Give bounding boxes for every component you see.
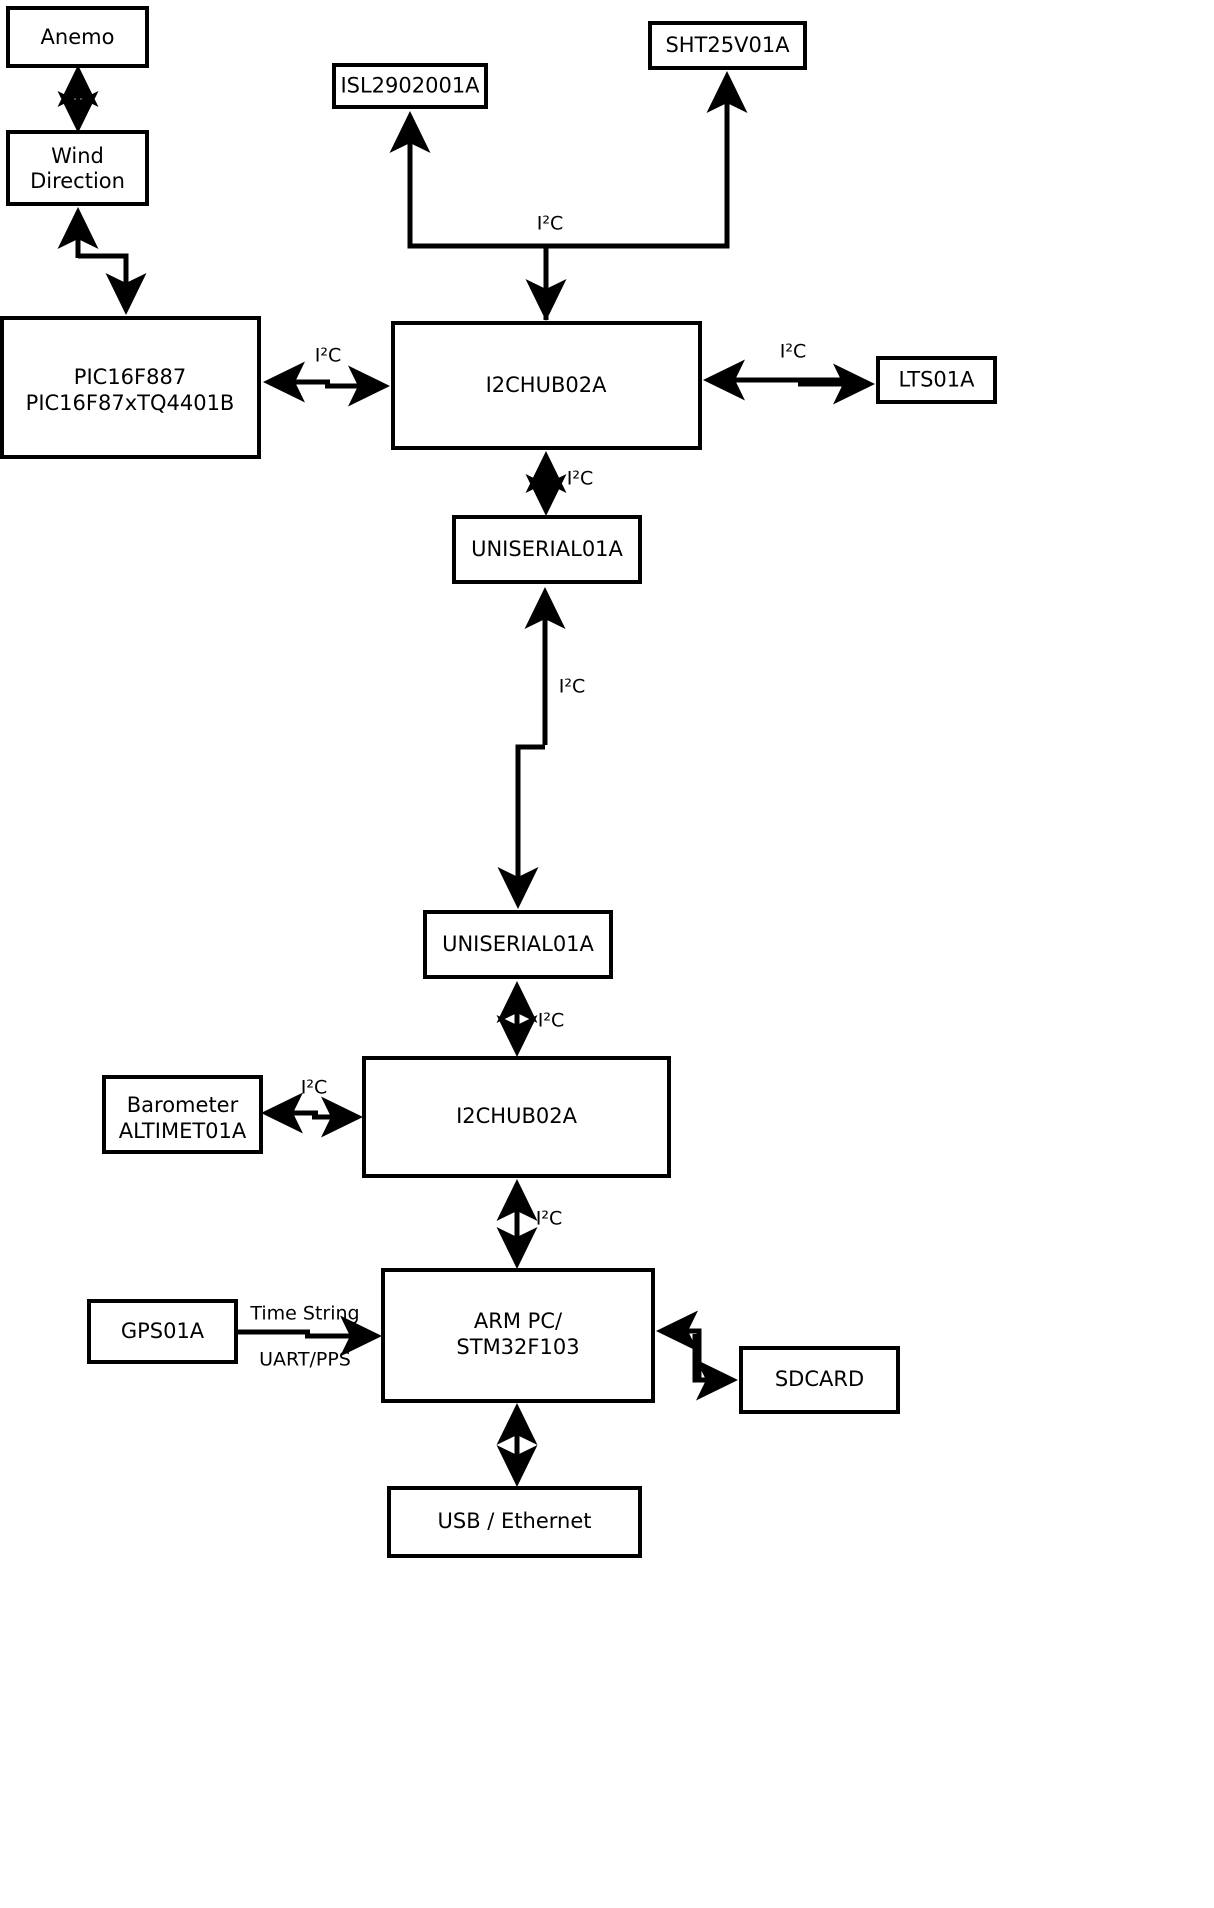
node-gps01a-label: GPS01A	[121, 1319, 205, 1343]
connection-uni-uni	[497, 587, 566, 909]
connection-pic-hub	[263, 361, 390, 407]
node-barometer-altimet01a[interactable]: Barometer ALTIMET01A	[102, 1075, 263, 1154]
connection-pic-wind	[57, 207, 147, 315]
node-gps01a[interactable]: GPS01A	[87, 1299, 238, 1364]
node-anemo[interactable]: Anemo	[6, 6, 149, 68]
node-pic16f887-label-line2: PIC16F87xTQ4401B	[26, 391, 235, 415]
node-usb-ethernet[interactable]: USB / Ethernet	[387, 1486, 642, 1558]
nodes-layer: Anemo Wind Direction PIC16F887 PIC16F87x…	[0, 6, 997, 1558]
node-lts01a-label: LTS01A	[898, 368, 975, 392]
edge-label-i2c-barometer-hub: I²C	[301, 1077, 328, 1099]
edge-label-i2c-hub-sensors: I²C	[537, 213, 564, 235]
node-wind-direction-label-line1: Wind	[51, 144, 104, 168]
node-i2chub02a-bottom[interactable]: I2CHUB02A	[362, 1056, 671, 1178]
node-anemo-label: Anemo	[41, 25, 115, 49]
node-wind-direction-label-line2: Direction	[30, 169, 125, 193]
edge-label-i2c-uni-uni: I²C	[559, 676, 586, 698]
edge-label-i2c-hub-arm: I²C	[536, 1208, 563, 1230]
node-uniserial01a-bottom[interactable]: UNISERIAL01A	[423, 910, 613, 979]
node-barometer-label-line1: Barometer	[127, 1093, 239, 1117]
node-arm-pc-label-line2: STM32F103	[456, 1335, 579, 1359]
node-pic16f887[interactable]: PIC16F887 PIC16F87xTQ4401B	[0, 316, 261, 459]
node-wind-direction[interactable]: Wind Direction	[6, 130, 149, 206]
node-sht25v01a[interactable]: SHT25V01A	[648, 21, 807, 70]
node-i2chub02a-bottom-label: I2CHUB02A	[456, 1104, 578, 1128]
node-arm-pc-label-line1: ARM PC/	[474, 1309, 563, 1333]
node-barometer-label-line2: ALTIMET01A	[119, 1119, 247, 1143]
node-i2chub02a-top-label: I2CHUB02A	[486, 373, 608, 397]
node-lts01a[interactable]: LTS01A	[876, 356, 997, 404]
node-sdcard-label: SDCARD	[775, 1367, 864, 1391]
connection-hub-isl	[389, 111, 549, 320]
edge-label-i2c-pic-hub: I²C	[315, 345, 342, 367]
node-usb-ethernet-label: USB / Ethernet	[438, 1509, 592, 1533]
node-isl2902001a-label: ISL2902001A	[340, 74, 480, 98]
node-isl2902001a[interactable]: ISL2902001A	[332, 63, 488, 109]
connection-gps-arm	[236, 1315, 382, 1357]
connection-hub-sht	[543, 71, 748, 318]
node-arm-pc-stm32f103[interactable]: ARM PC/ STM32F103	[381, 1268, 655, 1403]
edge-label-gps-uart-pps: UART/PPS	[259, 1349, 351, 1371]
node-sht25v01a-label: SHT25V01A	[665, 33, 790, 57]
node-sdcard[interactable]: SDCARD	[739, 1346, 900, 1414]
edge-label-i2c-hub-lts: I²C	[780, 341, 807, 363]
node-uniserial01a-bottom-label: UNISERIAL01A	[442, 932, 594, 956]
connection-arm-sdcard	[656, 1310, 738, 1401]
connection-barometer-hub	[261, 1092, 363, 1138]
connection-hub-lts	[703, 359, 875, 405]
node-uniserial01a-top[interactable]: UNISERIAL01A	[452, 515, 642, 584]
connections-layer	[57, 65, 875, 1487]
edge-label-gps-time-string: Time String	[249, 1303, 359, 1325]
edge-labels-layer: I²C I²C I²C I²C I²C I²C I²C I²C Time Str…	[249, 213, 806, 1371]
edge-label-i2c-hub-uni: I²C	[567, 468, 594, 490]
node-i2chub02a-top[interactable]: I2CHUB02A	[391, 321, 702, 450]
edge-label-i2c-uni-hub-bottom: I²C	[538, 1010, 565, 1032]
node-pic16f887-label-line1: PIC16F887	[74, 365, 186, 389]
node-uniserial01a-top-label: UNISERIAL01A	[471, 537, 623, 561]
